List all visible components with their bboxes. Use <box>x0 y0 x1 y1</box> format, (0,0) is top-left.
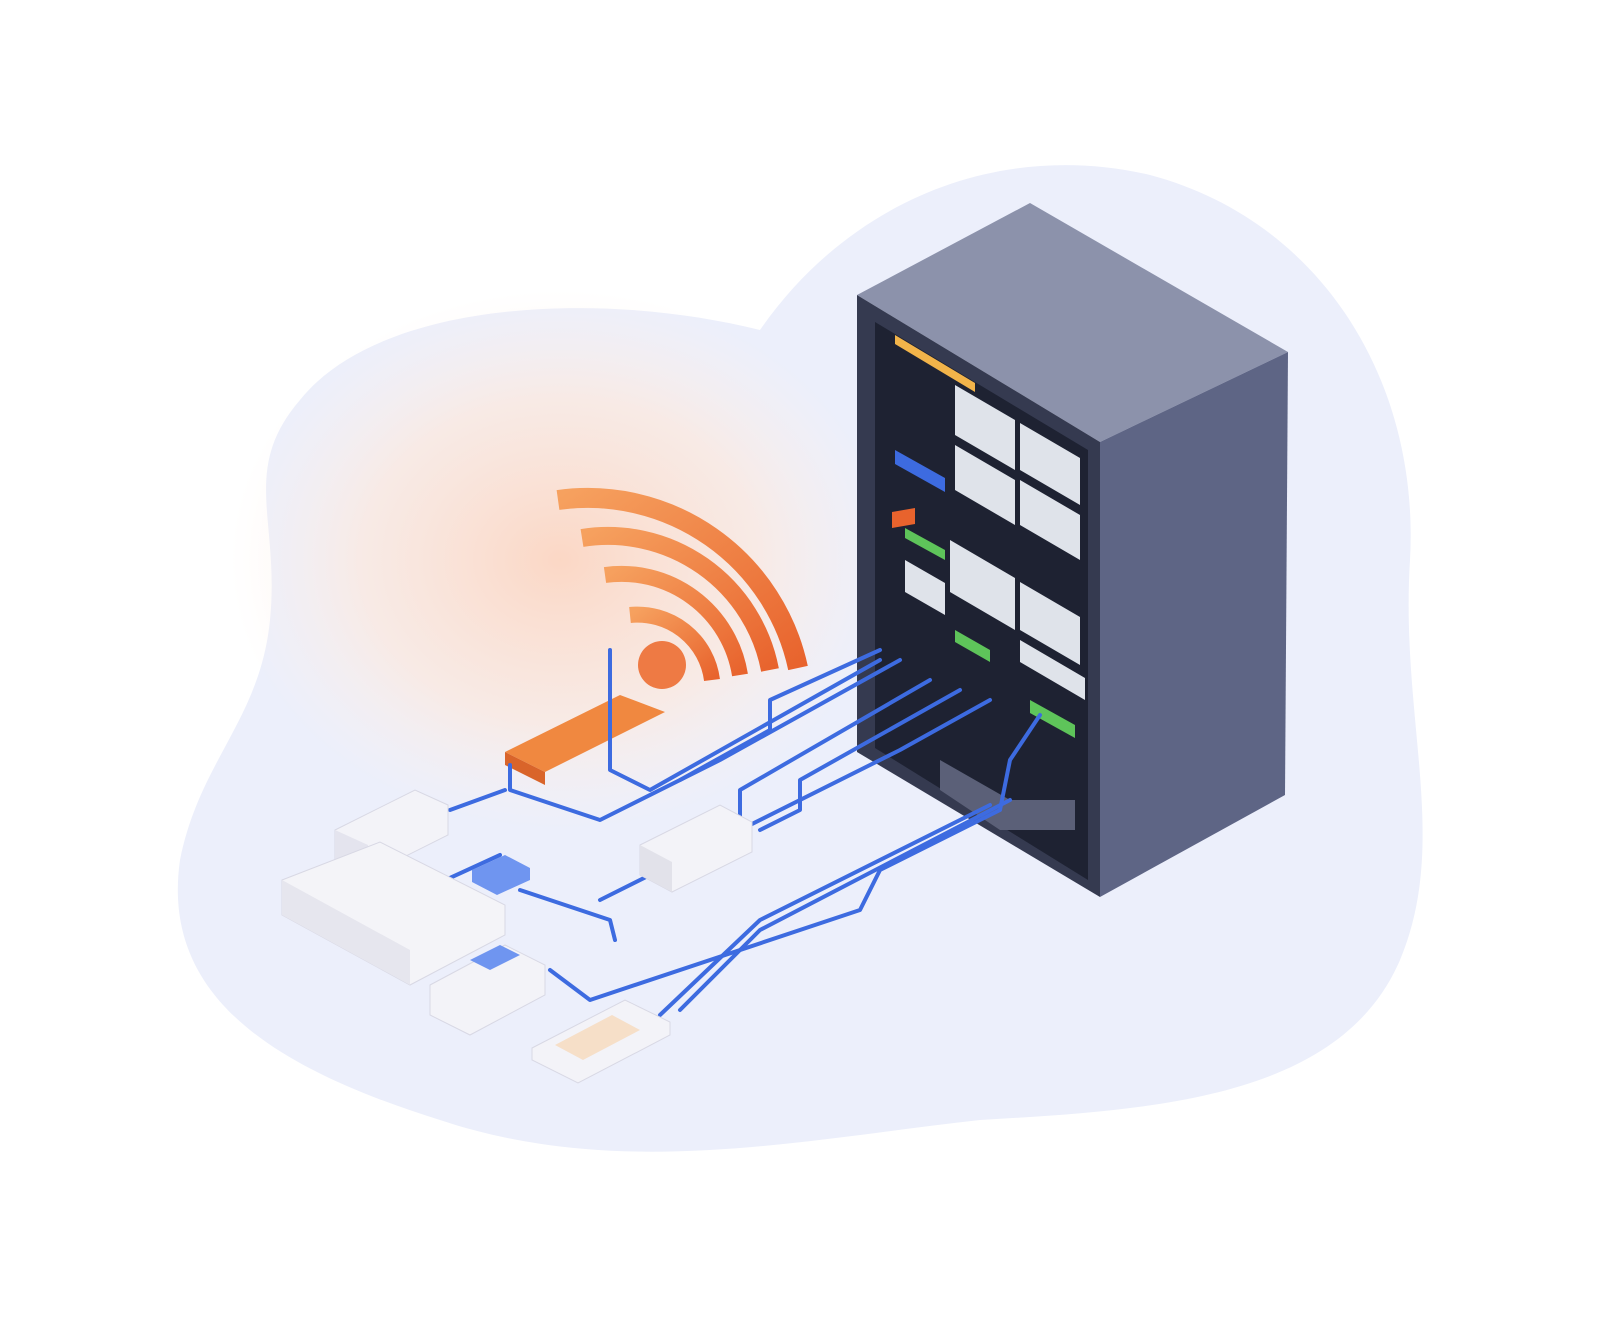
server-rack-icon <box>857 203 1288 897</box>
wifi-icon <box>556 488 808 689</box>
network-switch-white <box>281 841 506 986</box>
network-cable-icon <box>378 648 1042 1017</box>
network-switch-front <box>505 752 545 785</box>
modem-icon <box>639 804 753 893</box>
blue-module <box>472 855 530 895</box>
terminal-device-icon <box>531 999 671 1084</box>
warm-glow <box>230 290 890 830</box>
access-point-icon <box>429 944 546 1036</box>
network-switch-icon <box>505 695 665 772</box>
